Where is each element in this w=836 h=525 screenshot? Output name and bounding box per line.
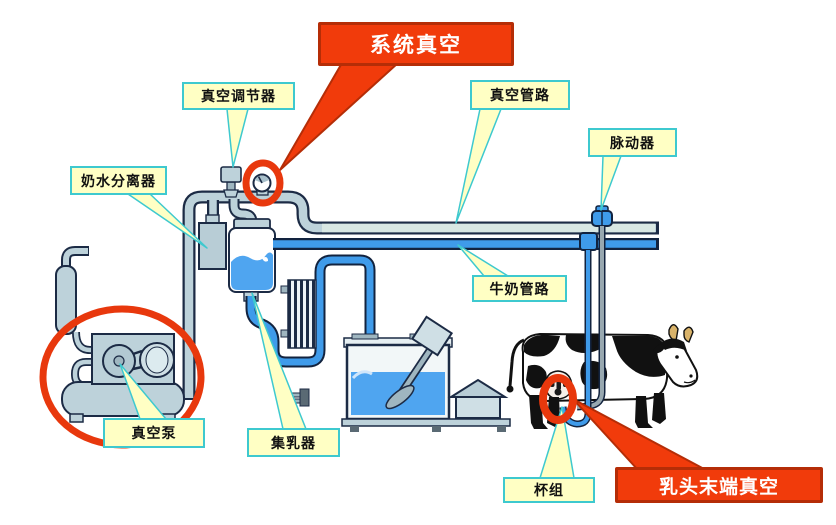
callout-vacuum-pump-label: 真空泵 [131,426,177,442]
pointer-vacuum-pipeline [455,108,502,224]
callout-pulsator: 脉动器 [588,128,677,157]
callout-pulsator-label: 脉动器 [610,135,655,152]
callout-milk-pipeline: 牛奶管路 [472,275,567,302]
receiver-milk-level [231,252,273,290]
pointer-vacuum-regulator [226,108,249,168]
vacuum-gauge-icon [252,173,272,196]
milk-line-fitting [579,232,598,251]
udder-highlight-ring [539,374,577,424]
system-vacuum-arrow [279,62,399,171]
agitator-graphic [385,315,454,410]
callout-milk-water-separator-label: 奶水分离器 [81,173,156,190]
cow-rear-leg [529,395,548,429]
pump-tank [61,381,185,417]
gauge-highlight-ring [242,159,284,207]
vacuum-regulator-graphic [220,166,242,198]
callout-pointers [119,108,622,479]
cow-tail [508,338,525,387]
milk-water-separator-graphic [198,214,227,270]
platform-graphic [341,418,511,432]
callout-vacuum-regulator-label: 真空调节器 [201,89,276,105]
milk-receiver-graphic [228,218,276,302]
pointer-pulsator [600,155,622,211]
callout-milk-receiver-label: 集乳器 [271,435,316,452]
plate-cooler-graphic [280,279,317,349]
callout-cluster: 杯组 [503,477,595,503]
milk-tank-graphic [343,333,453,421]
agitator-motor [410,315,454,357]
banner-system-vacuum: 系统真空 [318,22,514,66]
pump-house-graphic [447,378,509,419]
banner-teat-end-vacuum-label: 乳头末端真空 [658,475,779,498]
callout-vacuum-pump: 真空泵 [103,418,205,448]
callout-milk-receiver: 集乳器 [247,428,340,457]
callout-cluster-label: 杯组 [534,483,564,499]
agitator-paddle [385,384,415,410]
callout-vacuum-pipeline-label: 真空管路 [490,88,550,104]
red-annotations [39,62,707,471]
vacuum-pipe-network [182,190,659,400]
callout-vacuum-regulator: 真空调节器 [182,82,295,110]
banner-system-vacuum-label: 系统真空 [370,33,462,57]
cow-graphic [506,324,699,429]
callout-vacuum-pipeline: 真空管路 [470,80,570,110]
banner-teat-end-vacuum: 乳头末端真空 [615,467,823,503]
callout-milk-pipeline-label: 牛奶管路 [489,281,550,298]
cow-front-leg [635,396,653,428]
callout-milk-water-separator: 奶水分离器 [70,166,167,195]
